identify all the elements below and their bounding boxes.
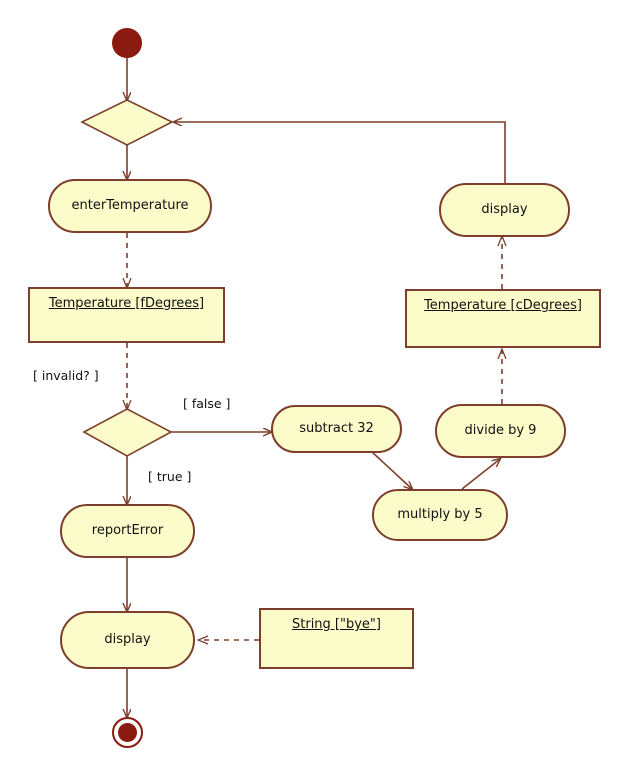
initial-node[interactable] (112, 28, 142, 58)
merge-diamond-shape (80, 99, 174, 146)
validity-diamond-shape (82, 408, 173, 457)
action-divide-by-9-label: divide by 9 (464, 422, 537, 438)
edge-label-false: [ false ] (183, 396, 231, 411)
action-report-error-label: reportError (91, 522, 164, 538)
action-display-result-label: display (481, 201, 528, 217)
action-multiply-by-5[interactable]: multiply by 5 (372, 489, 508, 541)
object-node-temperature-f[interactable]: Temperature [fDegrees] (28, 287, 225, 343)
object-node-temperature-f-label: Temperature [fDegrees] (48, 296, 205, 311)
action-display-result[interactable]: display (439, 183, 570, 237)
action-display-error[interactable]: display (60, 611, 195, 669)
object-node-string-bye[interactable]: String ["bye"] (259, 608, 414, 669)
action-report-error[interactable]: reportError (60, 504, 195, 558)
action-subtract-32[interactable]: subtract 32 (271, 405, 402, 453)
final-node[interactable] (112, 717, 143, 748)
edge-display-result-to-merge (174, 122, 506, 183)
action-display-error-label: display (104, 631, 151, 647)
object-node-temperature-c-label: Temperature [cDegrees] (424, 298, 582, 313)
action-divide-by-9[interactable]: divide by 9 (435, 404, 566, 458)
edge-label-invalid: [ invalid? ] (33, 368, 99, 383)
action-subtract-32-label: subtract 32 (299, 420, 374, 436)
edge-label-true: [ true ] (148, 469, 192, 484)
action-enter-temperature[interactable]: enterTemperature (48, 179, 212, 233)
object-node-temperature-c[interactable]: Temperature [cDegrees] (405, 289, 601, 348)
final-node-inner (118, 723, 137, 742)
edge-multiply-by-5-to-divide-by-9 (461, 459, 500, 490)
edge-subtract-32-to-multiply-by-5 (371, 451, 412, 489)
object-node-string-bye-label: String ["bye"] (292, 617, 381, 632)
action-enter-temperature-label: enterTemperature (71, 197, 189, 213)
action-multiply-by-5-label: multiply by 5 (397, 506, 483, 522)
